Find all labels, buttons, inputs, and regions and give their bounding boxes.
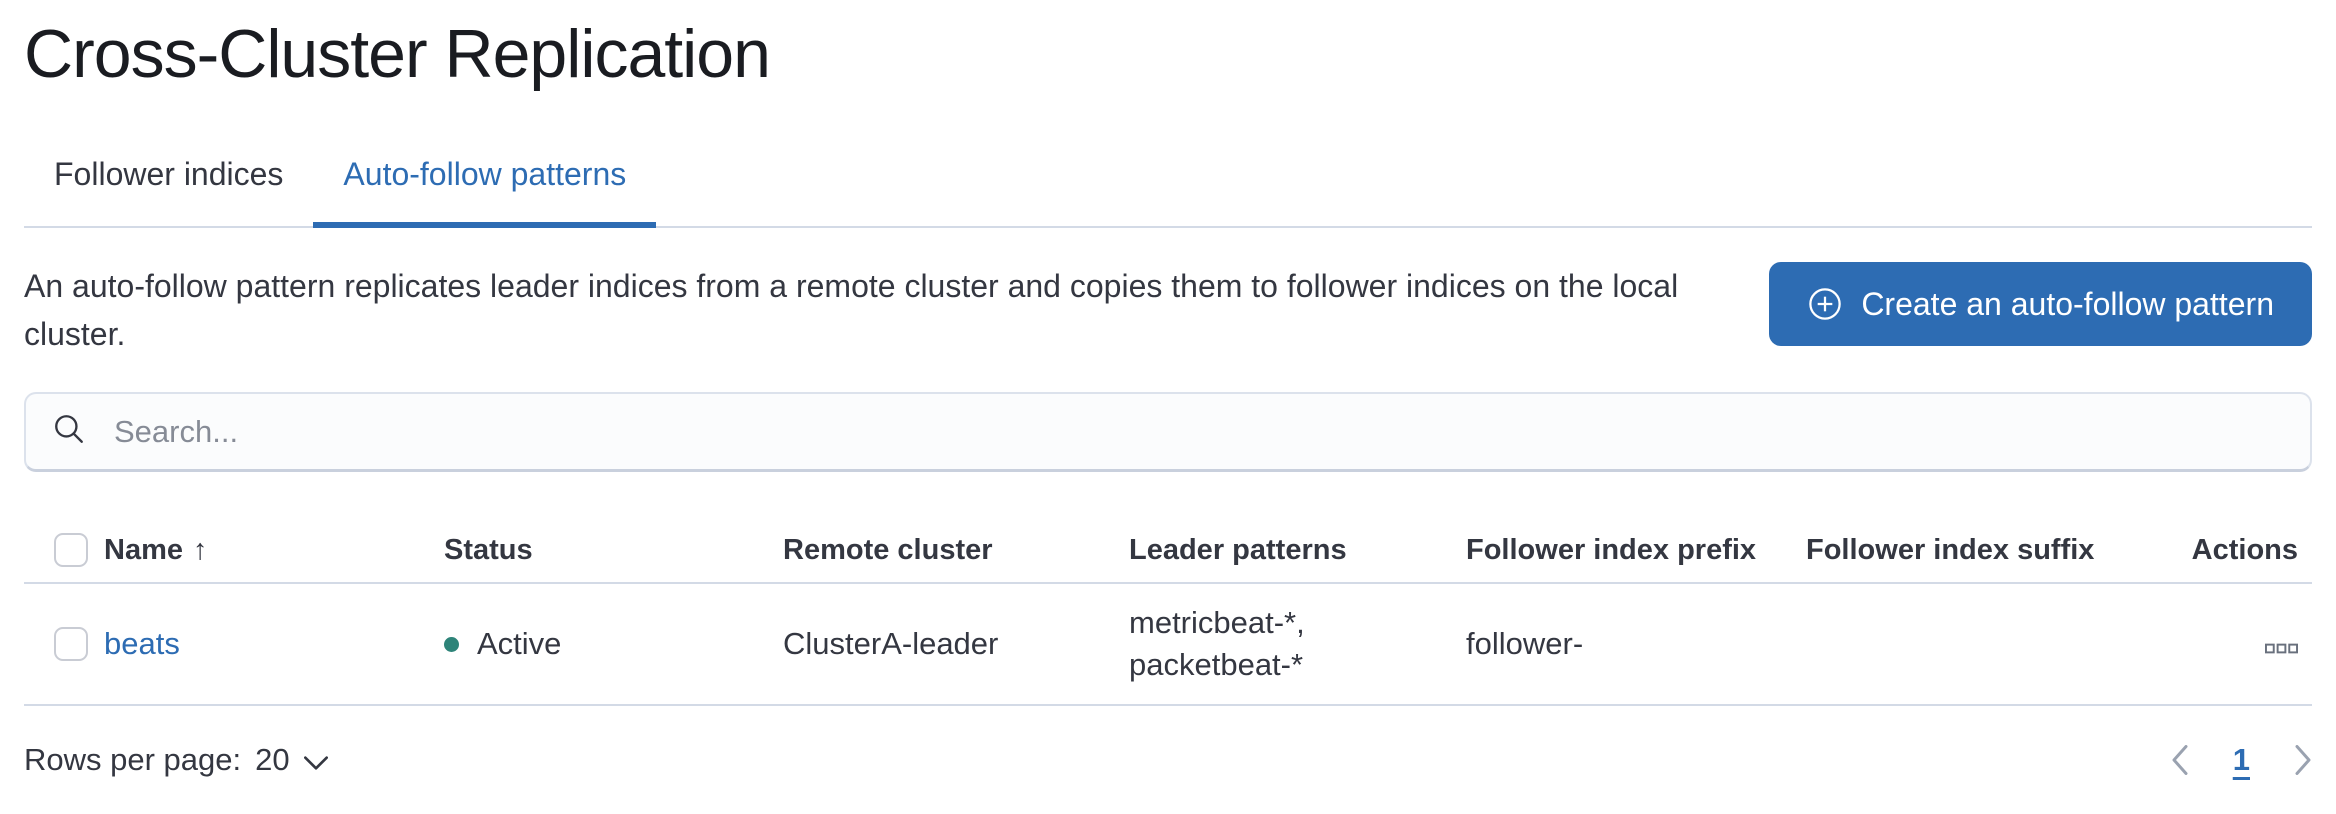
- tab-follower-indices[interactable]: Follower indices: [54, 156, 284, 192]
- chevron-left-icon: [2172, 745, 2188, 775]
- pagination: 1: [2171, 742, 2312, 778]
- cross-cluster-replication-page: Cross-Cluster Replication Follower indic…: [0, 14, 2336, 814]
- column-header-actions: Actions: [2151, 506, 2312, 584]
- search-icon: [52, 412, 86, 451]
- status-active-dot-icon: [444, 636, 459, 652]
- rows-per-page-label: Rows per page:: [24, 742, 242, 777]
- column-header-follower-index-suffix: Follower index suffix: [1806, 506, 2151, 584]
- follower-index-prefix-cell: follower-: [1466, 583, 1806, 706]
- row-actions-button[interactable]: [2265, 643, 2298, 654]
- table-header-row: Name ↑ Status Remote cluster Leader patte…: [24, 506, 2312, 584]
- leader-pattern-line-1: metricbeat-*,: [1129, 605, 1305, 640]
- create-button-label: Create an auto-follow pattern: [1861, 286, 2274, 322]
- table-row: beats Active ClusterA-leader metricbeat-…: [24, 583, 2312, 706]
- leader-patterns-cell: metricbeat-*, packetbeat-*: [1129, 583, 1466, 706]
- tabs: Follower indices Auto-follow patterns: [24, 154, 2312, 228]
- boxes-horizontal-icon: [2265, 643, 2298, 654]
- page-title: Cross-Cluster Replication: [24, 16, 771, 92]
- tab-auto-follow-patterns[interactable]: Auto-follow patterns: [313, 154, 657, 228]
- previous-page-button[interactable]: [2171, 745, 2189, 775]
- column-header-follower-index-prefix: Follower index prefix: [1466, 506, 1806, 584]
- intro-row: An auto-follow pattern replicates leader…: [24, 262, 2312, 358]
- follower-index-suffix-cell: [1806, 583, 2151, 706]
- row-checkbox[interactable]: [54, 627, 88, 661]
- status-cell: Active: [444, 623, 767, 665]
- search-bar: [24, 392, 2312, 472]
- select-all-checkbox[interactable]: [54, 533, 88, 567]
- plus-in-circle-icon: [1807, 286, 1843, 322]
- chevron-down-icon: [303, 756, 328, 770]
- page-description: An auto-follow pattern replicates leader…: [24, 268, 1679, 352]
- column-header-status: Status: [444, 506, 783, 584]
- create-auto-follow-pattern-button[interactable]: Create an auto-follow pattern: [1769, 262, 2312, 346]
- column-header-name-label: Name: [104, 534, 183, 566]
- leader-pattern-line-2: packetbeat-*: [1129, 647, 1304, 682]
- remote-cluster-cell: ClusterA-leader: [783, 583, 1129, 706]
- column-header-remote-cluster: Remote cluster: [783, 506, 1129, 584]
- column-header-leader-patterns: Leader patterns: [1129, 506, 1466, 584]
- next-page-button[interactable]: [2294, 745, 2312, 775]
- page-number-1[interactable]: 1: [2232, 742, 2250, 777]
- search-input[interactable]: [112, 394, 2284, 469]
- rows-per-page-value: 20: [255, 742, 290, 777]
- column-header-name[interactable]: Name ↑: [104, 506, 444, 584]
- auto-follow-patterns-table: Name ↑ Status Remote cluster Leader patte…: [24, 506, 2312, 706]
- table-footer: Rows per page: 20 1: [24, 740, 2312, 780]
- sort-ascending-icon: ↑: [193, 534, 208, 566]
- pattern-name-link[interactable]: beats: [104, 626, 180, 661]
- status-label: Active: [477, 626, 562, 661]
- chevron-right-icon: [2295, 745, 2311, 775]
- rows-per-page-selector[interactable]: Rows per page: 20: [24, 740, 328, 780]
